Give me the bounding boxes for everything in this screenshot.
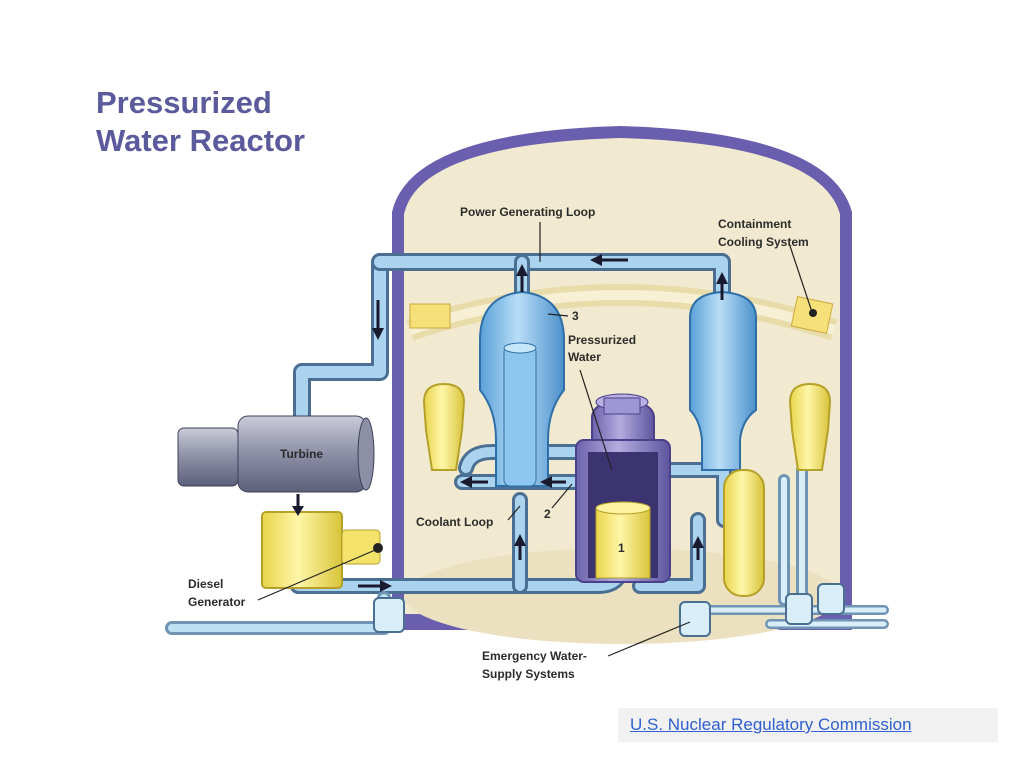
label-pressurized-1: Pressurized [568, 333, 636, 347]
reactor-vessel [575, 393, 671, 583]
slide-title: Pressurized Water Reactor [96, 84, 305, 160]
yellow-tanks [422, 382, 832, 597]
credit-link[interactable]: U.S. Nuclear Regulatory Commission [630, 715, 912, 734]
turbine [177, 415, 375, 493]
steam-generator [479, 290, 565, 487]
leader-lines [257, 222, 813, 657]
label-turbine: Turbine [280, 447, 323, 461]
label-2: 2 [544, 507, 551, 521]
label-diesel-2: Generator [188, 595, 246, 609]
label-emergency-1: Emergency Water- [482, 649, 587, 663]
label-pressurized-2: Water [568, 350, 601, 364]
credit-box [618, 708, 998, 742]
diagram-labels: Power Generating Loop Containment Coolin… [188, 205, 809, 681]
secondary-steam-generator [689, 290, 757, 471]
label-coolant-loop: Coolant Loop [416, 515, 493, 529]
pumps [373, 583, 845, 637]
label-power-loop: Power Generating Loop [460, 205, 595, 219]
flow-arrows [292, 254, 728, 592]
title-line-1: Pressurized [96, 85, 272, 120]
label-1: 1 [618, 541, 625, 555]
diesel-generator [261, 511, 383, 589]
label-containment-1: Containment [718, 217, 791, 231]
label-emergency-2: Supply Systems [482, 667, 575, 681]
label-containment-2: Cooling System [718, 235, 809, 249]
label-3: 3 [572, 309, 579, 323]
title-line-2: Water Reactor [96, 123, 306, 158]
label-diesel-1: Diesel [188, 577, 223, 591]
